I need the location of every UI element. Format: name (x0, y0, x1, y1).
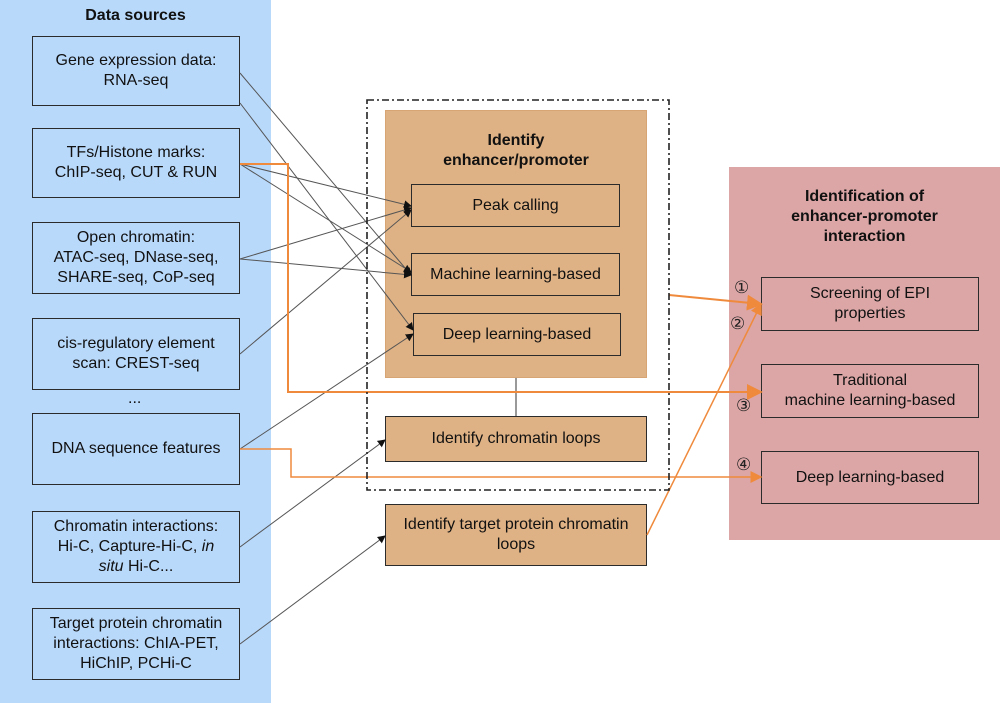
epi-method-label: properties (834, 305, 906, 322)
source-label-italic: situ (98, 558, 124, 575)
source-label: cis-regulatory element (57, 335, 215, 352)
source-dna-sequence[interactable]: DNA sequence features (32, 413, 240, 485)
marker-3: ③ (736, 396, 752, 416)
loops-label: Identify chromatin loops (431, 430, 601, 447)
enhancer-title: Identify enhancer/promoter (385, 131, 647, 171)
epi-method-label: Deep learning-based (795, 468, 945, 486)
source-label: DNA sequence features (51, 440, 221, 457)
marker-4: ④ (736, 455, 752, 475)
source-label: ChIP-seq, CUT & RUN (54, 164, 218, 181)
source-label: SHARE-seq, CoP-seq (57, 269, 215, 286)
method-label: Machine learning-based (430, 265, 601, 283)
source-label: Open chromatin: (76, 229, 196, 246)
method-peak-calling[interactable]: Peak calling (411, 184, 620, 227)
source-label: Hi-C, Capture-Hi-C, (57, 538, 202, 555)
source-target-protein[interactable]: Target protein chromatin interactions: Ch… (32, 608, 240, 680)
source-tfs-histone[interactable]: TFs/Histone marks: ChIP-seq, CUT & RUN (32, 128, 240, 198)
source-label: Target protein chromatin (49, 615, 223, 632)
epi-method-label: machine learning-based (784, 392, 956, 409)
method-label: Deep learning-based (442, 325, 592, 343)
epi-title-line: Identification of (804, 188, 925, 205)
method-machine-learning[interactable]: Machine learning-based (411, 253, 620, 296)
source-label: TFs/Histone marks: (66, 144, 206, 161)
source-label: interactions: ChIA-PET, (53, 635, 219, 652)
identify-target-protein-loops[interactable]: Identify target protein chromatin loops (385, 504, 647, 566)
source-open-chromatin[interactable]: Open chromatin: ATAC-seq, DNase-seq, SHARE… (32, 222, 240, 294)
source-label: ATAC-seq, DNase-seq, (53, 249, 219, 266)
epi-deep-learning[interactable]: Deep learning-based (761, 451, 979, 504)
source-label: Hi-C... (123, 558, 174, 575)
source-cis-regulatory[interactable]: cis-regulatory element scan: CREST-seq (32, 318, 240, 390)
enhancer-title-line: Identify (487, 132, 545, 149)
data-sources-title: Data sources (85, 7, 186, 24)
source-label: HiChIP, PCHi-C (80, 655, 192, 672)
ellipsis: ... (128, 390, 142, 407)
loops-label: Identify target protein chromatin (403, 516, 629, 533)
epi-title: Identification of enhancer-promoter inte… (729, 187, 1000, 247)
epi-title-line: interaction (823, 228, 906, 245)
source-label-italic: in (201, 538, 215, 555)
source-gene-expression[interactable]: Gene expression data: RNA-seq (32, 36, 240, 106)
loops-label: loops (496, 536, 536, 553)
method-label: Peak calling (472, 196, 559, 214)
source-label: scan: CREST-seq (72, 355, 200, 372)
source-chromatin-interactions[interactable]: Chromatin interactions: Hi-C, Capture-Hi… (32, 511, 240, 583)
epi-method-label: Traditional (832, 372, 908, 389)
method-deep-learning[interactable]: Deep learning-based (413, 313, 621, 356)
epi-screening-properties[interactable]: Screening of EPI properties (761, 277, 979, 331)
source-label: Gene expression data: (55, 52, 217, 69)
epi-method-label: Screening of EPI (809, 285, 931, 302)
identify-chromatin-loops[interactable]: Identify chromatin loops (385, 416, 647, 462)
source-label: RNA-seq (103, 72, 169, 89)
source-label: Chromatin interactions: (53, 518, 219, 535)
epi-traditional-ml[interactable]: Traditional machine learning-based (761, 364, 979, 418)
epi-title-line: enhancer-promoter (791, 208, 938, 225)
enhancer-title-line: enhancer/promoter (443, 152, 589, 169)
marker-2: ② (730, 314, 746, 334)
marker-1: ① (734, 278, 750, 298)
